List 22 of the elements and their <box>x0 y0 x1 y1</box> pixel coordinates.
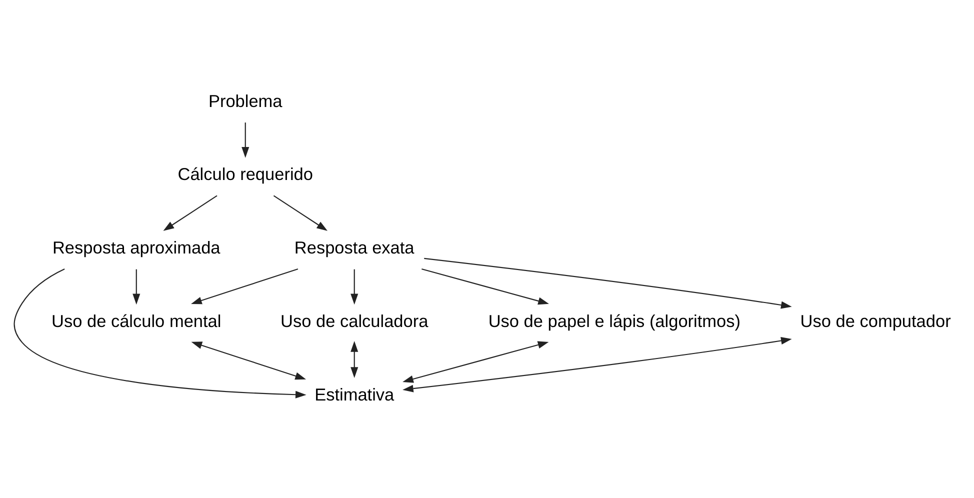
node-text: Cálculo requerido <box>177 164 312 184</box>
arrow <box>350 340 358 378</box>
arrow <box>402 336 792 392</box>
node-text: Resposta exata <box>294 237 414 258</box>
arrow <box>162 194 217 230</box>
node-text: Uso de cálculo mental <box>51 310 221 330</box>
node-text: Resposta aproximada <box>52 237 220 258</box>
arrow <box>13 268 306 398</box>
arrow <box>350 268 358 304</box>
arrow <box>421 268 548 304</box>
arrow <box>132 268 140 304</box>
node-text: Uso de papel e lápis (algoritmos) <box>488 310 740 330</box>
arrow <box>190 268 298 304</box>
arrow <box>190 341 306 380</box>
node-text: Problema <box>208 90 282 110</box>
arrow <box>241 122 249 158</box>
node-text: Estimativa <box>314 384 394 404</box>
arrow <box>402 340 548 382</box>
node-text: Uso de computador <box>800 310 950 330</box>
node-text: Uso de calculadora <box>280 310 428 330</box>
arrow <box>424 257 792 308</box>
arrow <box>272 194 328 230</box>
